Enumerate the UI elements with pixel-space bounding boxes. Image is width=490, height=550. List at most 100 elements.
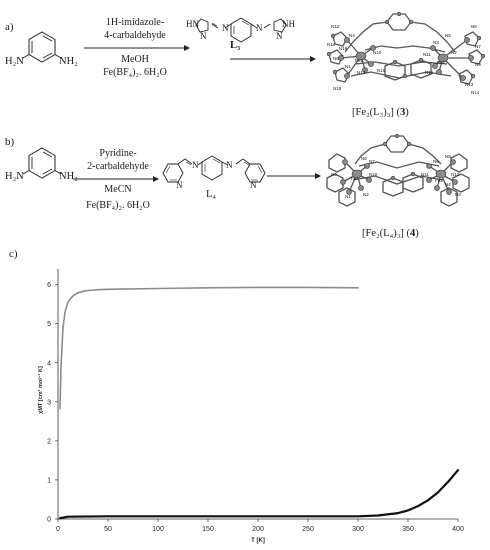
panel-b-label: b) (5, 136, 15, 148)
atom-label-3: N13 (465, 82, 474, 87)
atom-label-4: Fe2 (435, 178, 443, 183)
conditions-a-top: 1H-imidazole- 4-carbaldehyde (80, 16, 190, 42)
l3-hn: HN (186, 19, 199, 29)
conditions-a-line2: 4-carbaldehyde (104, 30, 166, 41)
l4-n-py2: N (250, 180, 257, 190)
atom-label-3: N15 (425, 70, 434, 75)
product-arrow-b (267, 173, 321, 179)
x-tick-label: 400 (452, 526, 464, 533)
x-tick-label: 350 (402, 526, 414, 533)
product-4-number: 4 (410, 228, 416, 239)
y-tick-label: 2 (47, 438, 51, 445)
conditions-b-line2: 2-carbaldehyde (87, 161, 149, 172)
atom-label-3: N14 (471, 90, 480, 95)
atom-label-3: N5 (445, 33, 451, 38)
magnetic-susceptibility-chart: χMT [cm³ mol⁻¹ K] T [K] 0 1 2 3 4 5 6 0 50 100 150… (37, 269, 464, 544)
atom-label-3: N9 (475, 62, 481, 67)
diamine-structure-b (22, 147, 62, 179)
atom-label-3: N3 (433, 40, 439, 45)
conditions-a-line3: MeOH (121, 54, 149, 65)
product-4-caption: [Fe₂(L₄)₃] (4) (362, 228, 419, 239)
reactant-a-left: H₂N (5, 56, 24, 67)
y-tick-label: 6 (47, 282, 51, 289)
atom-label-3: N1 (345, 64, 351, 69)
crystal-structure-3: N12 N4 N14 N5 N8 N7 N6 N10 N16 N3 N11 N2… (326, 11, 485, 95)
atom-label-4: N4 (445, 182, 451, 187)
conditions-b-line1: Pyridine- (99, 148, 137, 159)
reactant-b-left: H₂N (5, 171, 24, 182)
conditions-b-bottom: Fe(BF₄)₂. 6H₂O (86, 200, 150, 211)
ligand-l3-label: L₃ (230, 40, 241, 51)
atom-label-4: N9 (331, 172, 337, 177)
x-axis-label: T [K] (251, 538, 265, 544)
conditions-a-line1: 1H-imidazole- (105, 17, 165, 28)
ligand-l4-structure (162, 155, 266, 183)
atom-label-4: N7 (369, 159, 375, 164)
series-line-2 (58, 469, 460, 520)
x-tick-label: 0 (56, 526, 60, 533)
atom-label-4: N1 (345, 194, 351, 199)
atom-label-3: N12 (331, 24, 340, 29)
panel-a-label: a) (5, 21, 14, 33)
y-tick-label: 0 (47, 517, 51, 524)
l3-n3: N (256, 23, 263, 33)
atom-label-4: N3 (455, 192, 461, 197)
atom-label-4: N6 (361, 156, 367, 161)
atom-label-3: N11 (423, 52, 431, 57)
diamine-structure-a (22, 31, 62, 63)
l4-n-im1: N (192, 160, 199, 170)
atom-label-3: N2 (451, 50, 457, 55)
reaction-arrow-a (84, 45, 190, 51)
atom-label-4: N8 (445, 154, 451, 159)
y-tick-label: 4 (47, 360, 51, 367)
reaction-arrow-b (73, 176, 159, 182)
atom-label-3: N18 (377, 68, 386, 73)
l3-n2: N (200, 31, 207, 41)
l3-n4: N (276, 31, 283, 41)
x-tick-label: 50 (104, 526, 112, 533)
crystal-structure-4: N6 N7 N8 N5 N10 N11 N12 Fe1 Fe2 N9 N4 N3… (326, 133, 470, 207)
panel-c-label: c) (9, 248, 18, 260)
l4-n-py1: N (176, 180, 183, 190)
x-tick-label: 200 (252, 526, 264, 533)
conditions-a-bottom: MeOH Fe(BF₄)₂. 6H₂O (80, 53, 190, 79)
x-tick-label: 250 (302, 526, 314, 533)
l3-n1: N (222, 23, 229, 33)
reactant-b-right: NH₂ (59, 171, 78, 182)
y-axis-label: χMT [cm³ mol⁻¹ K] (37, 366, 44, 414)
product-arrow-a (230, 56, 316, 62)
atom-label-3: N8 (471, 24, 477, 29)
atom-label-4: N11 (421, 172, 429, 177)
atom-label-3: N7 (475, 44, 481, 49)
y-tick-label: 5 (47, 321, 51, 328)
product-3-close: ) (405, 107, 409, 118)
x-tick-label: 150 (202, 526, 214, 533)
atom-label-3: N6 (333, 56, 339, 61)
series-line-1 (59, 286, 359, 410)
ligand-l4-label: L₄ (206, 189, 217, 200)
conditions-a-line4: Fe(BF₄)₂. 6H₂O (103, 67, 167, 78)
y-tick-label: 3 (47, 399, 51, 406)
product-4-formula: [Fe₂(L₄)₃] ( (362, 228, 411, 239)
atom-label-3: N17 (357, 70, 366, 75)
atom-label-3: N16 (339, 46, 348, 51)
product-3-caption: [Fe₂(L₃)₃] (3) (352, 107, 409, 118)
y-tick-label: 1 (47, 477, 51, 484)
atom-label-4: N10 (369, 172, 378, 177)
atom-label-3: Fe2 (437, 60, 445, 65)
reactant-a-right: NH₂ (59, 56, 78, 67)
x-tick-label: 100 (152, 526, 164, 533)
x-tick-label: 300 (352, 526, 364, 533)
ligand-l3-structure (195, 17, 287, 43)
atom-label-3: N4 (349, 33, 355, 38)
conditions-b-mid: MeCN (104, 184, 132, 195)
atom-label-4: N2 (363, 192, 369, 197)
product-3-number: 3 (400, 107, 406, 118)
atom-label-4: Fe1 (351, 176, 359, 181)
atom-label-3: Fe1 (355, 58, 363, 63)
atom-label-4: N12 (451, 172, 460, 177)
atom-label-3: N19 (333, 86, 342, 91)
product-3-formula: [Fe₂(L₃)₃] ( (352, 107, 401, 118)
product-4-close: ) (415, 228, 419, 239)
l4-n-im2: N (226, 160, 233, 170)
